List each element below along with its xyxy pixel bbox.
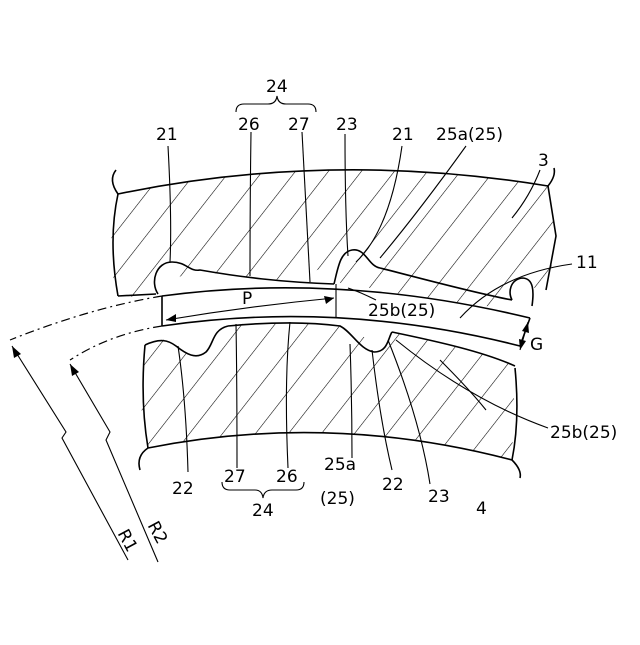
label-27-bottom: 27: [224, 467, 246, 487]
label-24-top: 24: [266, 77, 288, 97]
label-22-right: 22: [382, 475, 404, 495]
label-11: 11: [576, 253, 598, 273]
label-27-top: 27: [288, 115, 310, 135]
label-p: P: [242, 289, 252, 309]
label-r1: R1: [113, 526, 141, 555]
label-r2: R2: [143, 518, 171, 547]
radius-leaders: [12, 346, 158, 562]
label-26-bottom: 26: [276, 467, 298, 487]
label-4: 4: [476, 499, 487, 519]
label-25b-right: 25b(25): [550, 423, 617, 443]
label-23-bottom: 23: [428, 487, 450, 507]
label-21-left: 21: [156, 125, 178, 145]
label-24-bottom: 24: [252, 501, 274, 521]
label-23-top: 23: [336, 115, 358, 135]
label-25-paren-bottom: (25): [320, 489, 355, 509]
label-22-left: 22: [172, 479, 194, 499]
label-25a-top: 25a(25): [436, 125, 503, 145]
label-g: G: [530, 335, 543, 355]
label-21-right: 21: [392, 125, 414, 145]
label-25b-mid: 25b(25): [368, 301, 435, 321]
label-25a-bottom: 25a: [324, 455, 356, 475]
label-3: 3: [538, 151, 549, 171]
label-26-top: 26: [238, 115, 260, 135]
brace-top-24: [236, 96, 316, 112]
gap-dimension: [519, 322, 529, 350]
